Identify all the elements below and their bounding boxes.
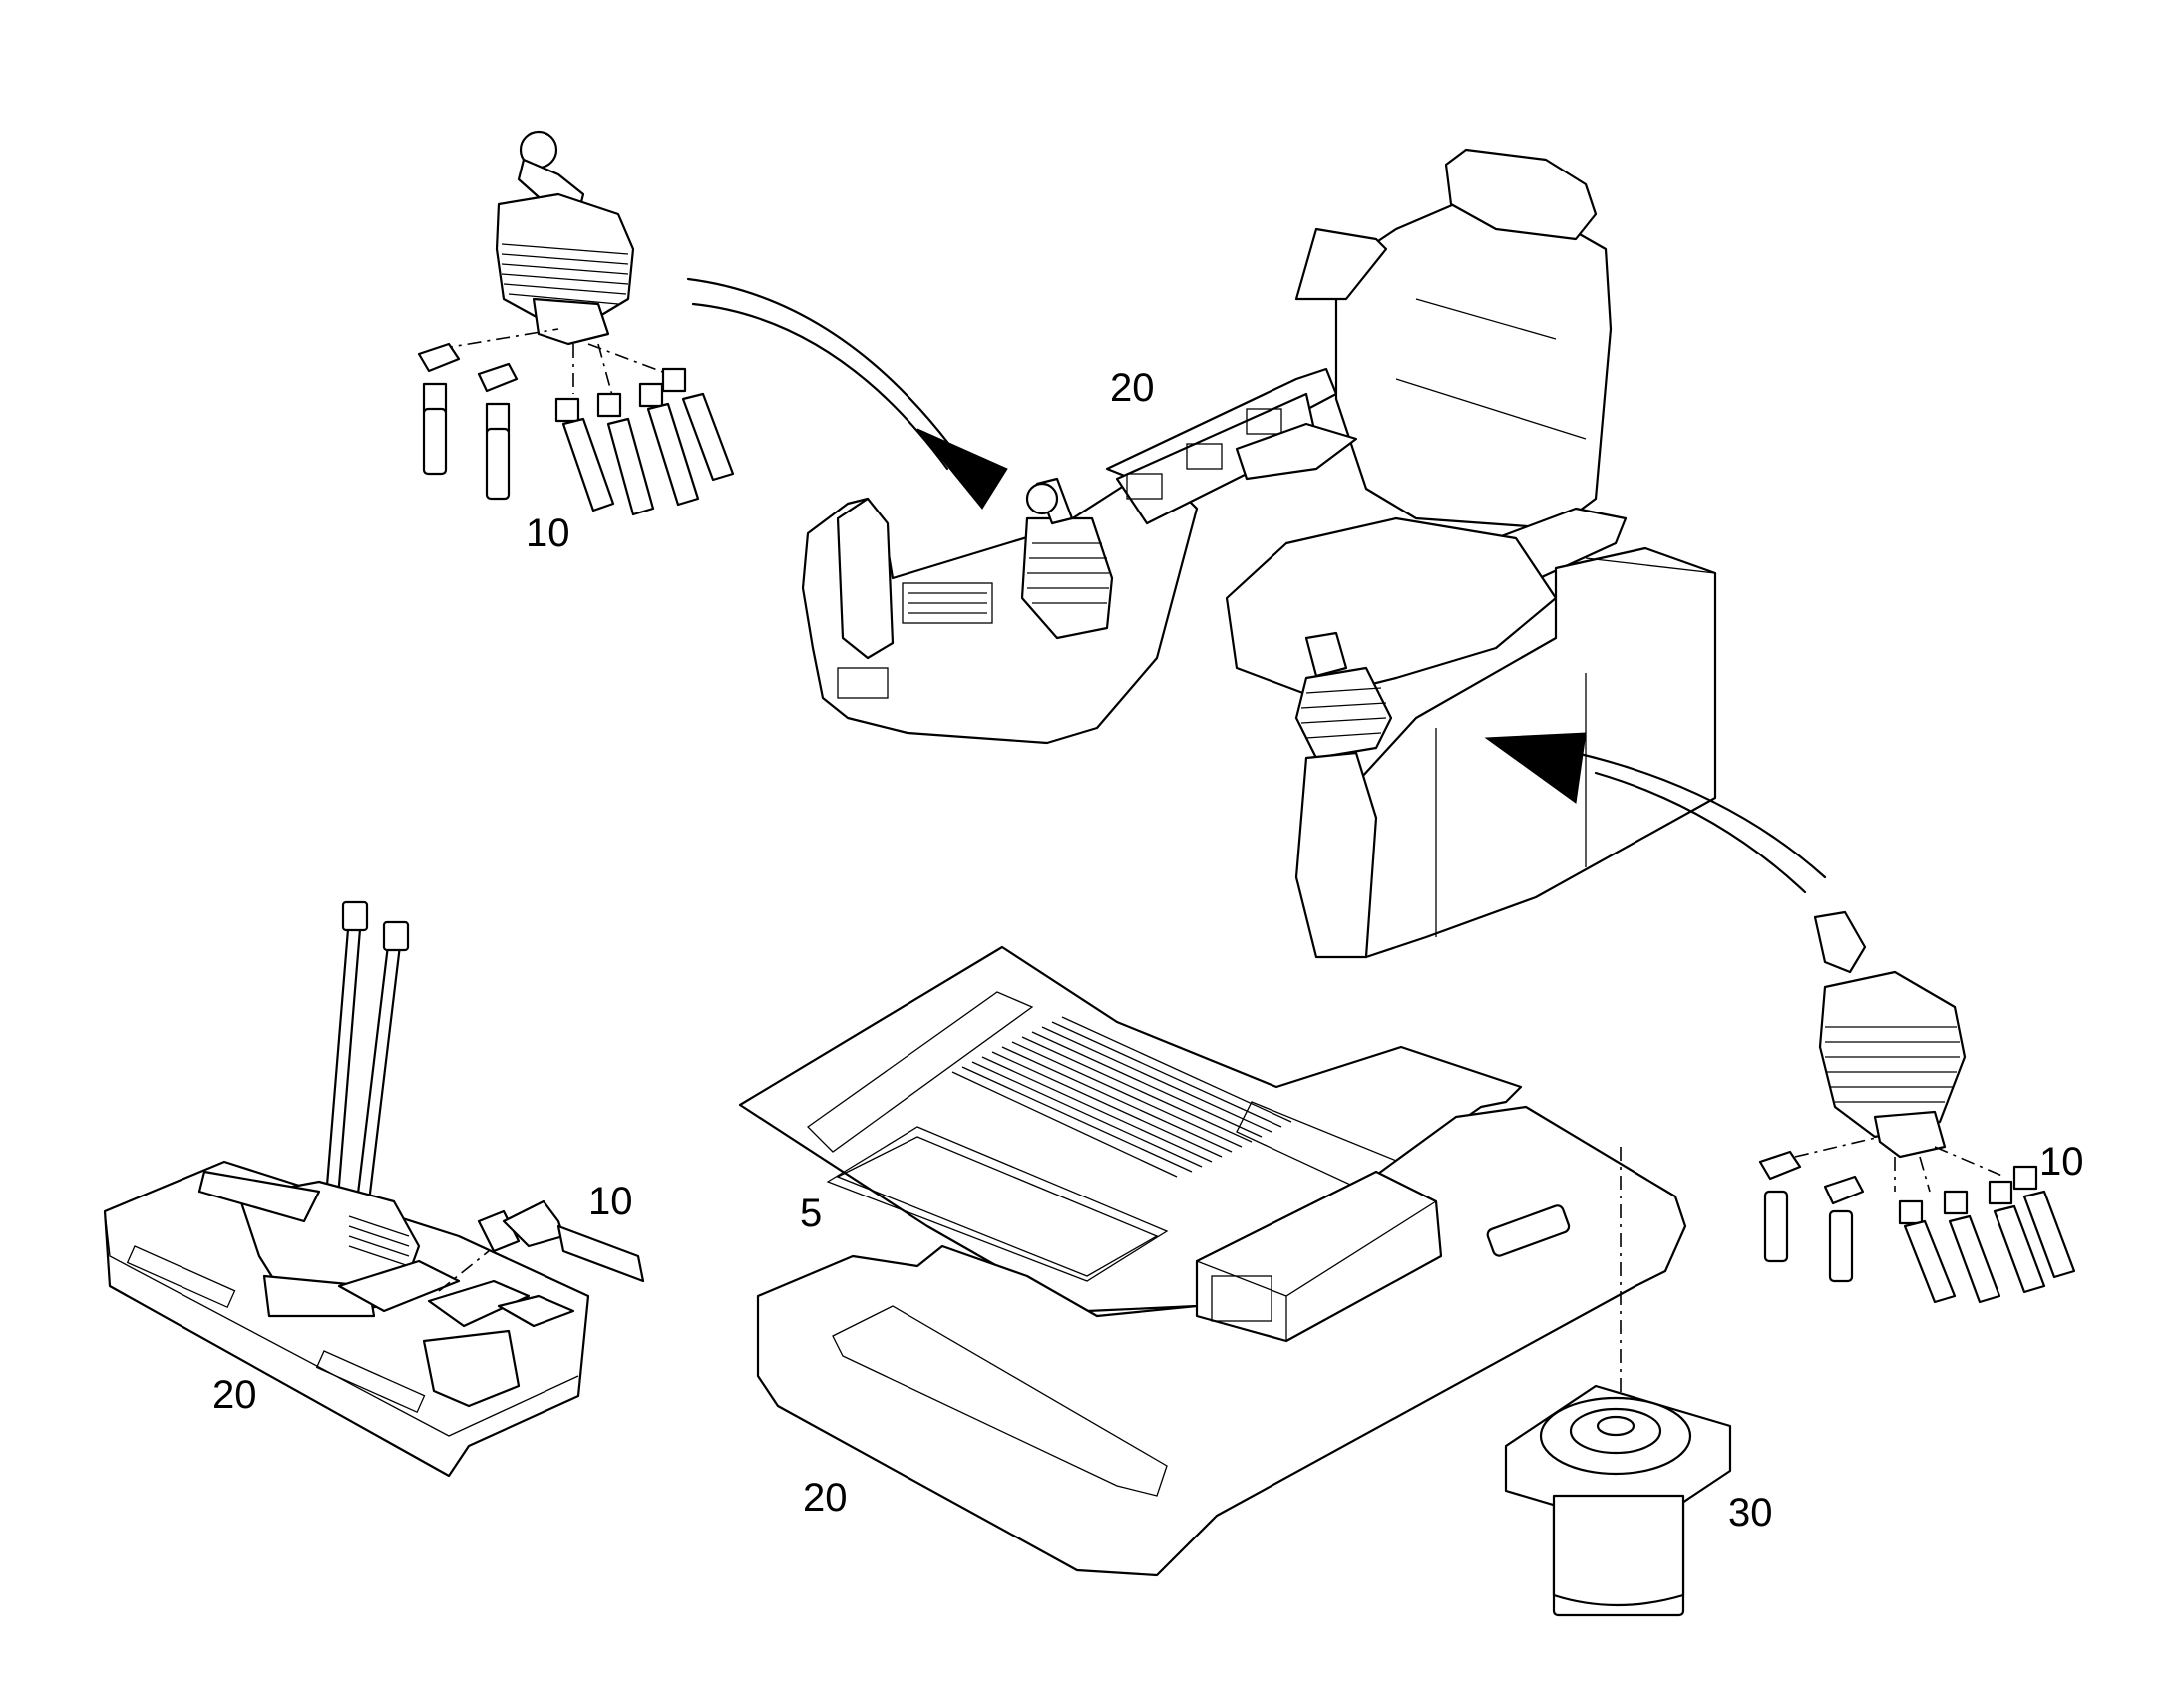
callout-floor-plate: 20	[803, 1476, 848, 1520]
arrow-left-joystick	[686, 277, 1008, 510]
seat-console-assembly	[801, 148, 1717, 959]
joystick-assembly-left	[417, 130, 735, 516]
callout-pedal-hose: 10	[588, 1180, 633, 1223]
callout-mount: 30	[1728, 1491, 1773, 1535]
mount-assembly	[1504, 1384, 1732, 1617]
callout-joystick-right: 10	[2039, 1140, 2084, 1184]
callout-floor-cover: 5	[800, 1192, 822, 1235]
callout-joystick-left: 10	[526, 512, 570, 555]
callout-seat-console: 20	[1110, 366, 1155, 410]
pedal-console-assembly	[103, 900, 645, 1478]
floor-cover-louvres	[951, 1016, 1292, 1178]
floor-plate-assembly	[756, 1105, 1687, 1577]
arrow-right-joystick	[1484, 732, 1827, 894]
callout-pedal-console: 20	[212, 1373, 257, 1417]
joystick-assembly-right	[1758, 910, 2076, 1304]
